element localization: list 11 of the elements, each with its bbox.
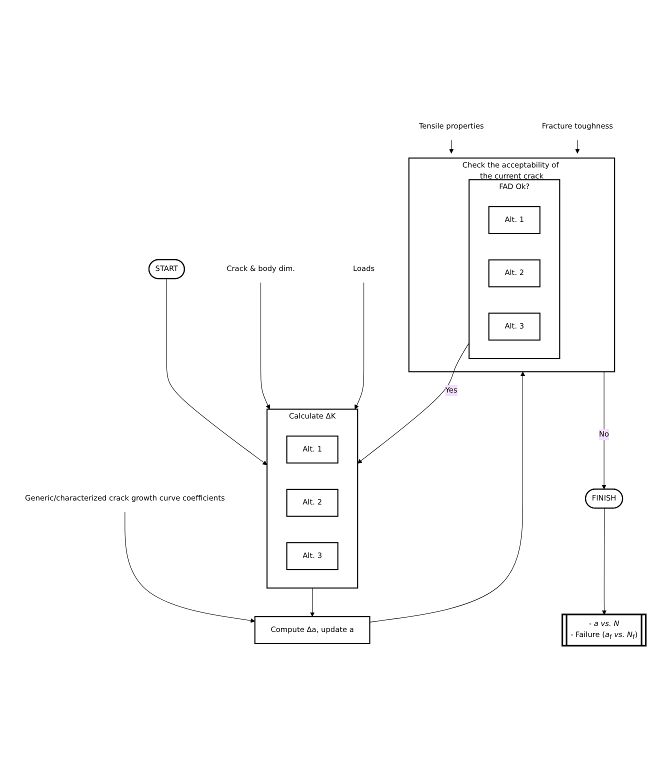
arrow — [575, 139, 580, 154]
arrow — [602, 371, 606, 489]
arrow — [449, 139, 454, 154]
arrow — [166, 278, 268, 465]
arrow — [602, 508, 607, 614]
arrow — [357, 342, 470, 464]
arrow — [354, 282, 364, 409]
arrow — [260, 282, 270, 409]
arrow — [124, 511, 256, 622]
arrow — [370, 371, 526, 622]
arrow — [310, 587, 315, 616]
